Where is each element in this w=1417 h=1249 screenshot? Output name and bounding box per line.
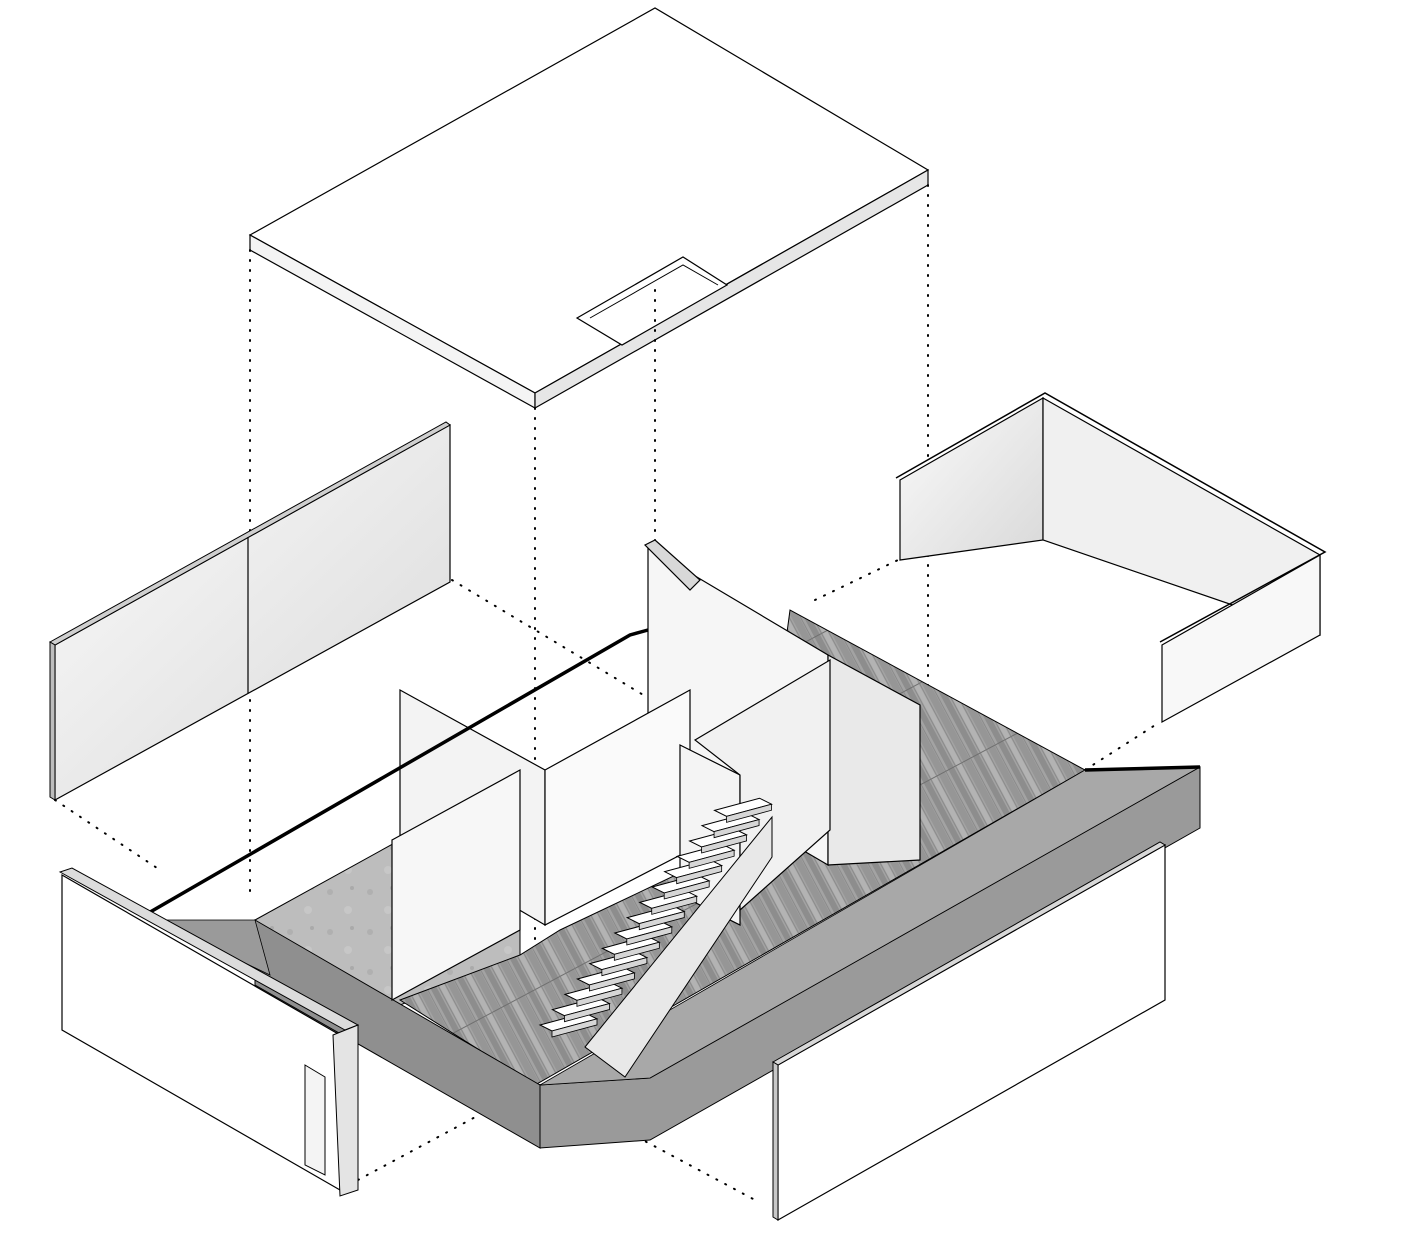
staircase — [538, 797, 773, 1078]
stair-riser — [601, 957, 648, 977]
stair-stringer — [584, 815, 773, 1078]
stair-riser — [663, 880, 710, 900]
right-wall-top-edge — [895, 392, 1327, 643]
stair-riser — [576, 987, 623, 1007]
stair-riser — [564, 1003, 610, 1023]
stair-riser — [613, 941, 660, 961]
partition-rear-wall — [693, 658, 831, 912]
front-left-wall — [58, 867, 360, 1197]
stair-riser — [688, 849, 735, 869]
right-l-wall — [895, 392, 1327, 724]
front-left-wall-end — [332, 1024, 359, 1197]
roof-opening-inner — [589, 264, 719, 319]
partition-left-front — [391, 768, 521, 1002]
front-right-wall-side — [772, 1061, 779, 1221]
stair-riser — [651, 895, 698, 915]
stair-riser — [638, 911, 685, 931]
left-wall-panel — [49, 421, 451, 802]
left-wall-side-edge — [49, 641, 56, 801]
front-right-wall — [772, 841, 1166, 1222]
front-left-door-opening — [304, 1064, 326, 1176]
roof-slab — [248, 7, 930, 410]
roof-top-face — [248, 7, 930, 394]
partition-back-cap — [643, 539, 701, 591]
stair-riser — [701, 834, 747, 854]
stair-riser — [726, 803, 772, 823]
stair-riser — [713, 819, 760, 839]
stair-riser — [589, 972, 635, 992]
section-cut-lines — [144, 628, 1201, 917]
roof-opening — [575, 256, 729, 346]
stair-riser — [626, 926, 673, 946]
right-wall-back-face — [899, 396, 1044, 561]
stair-riser — [676, 865, 723, 885]
right-wall-front-face — [1161, 553, 1321, 724]
stair-riser — [551, 1018, 598, 1038]
